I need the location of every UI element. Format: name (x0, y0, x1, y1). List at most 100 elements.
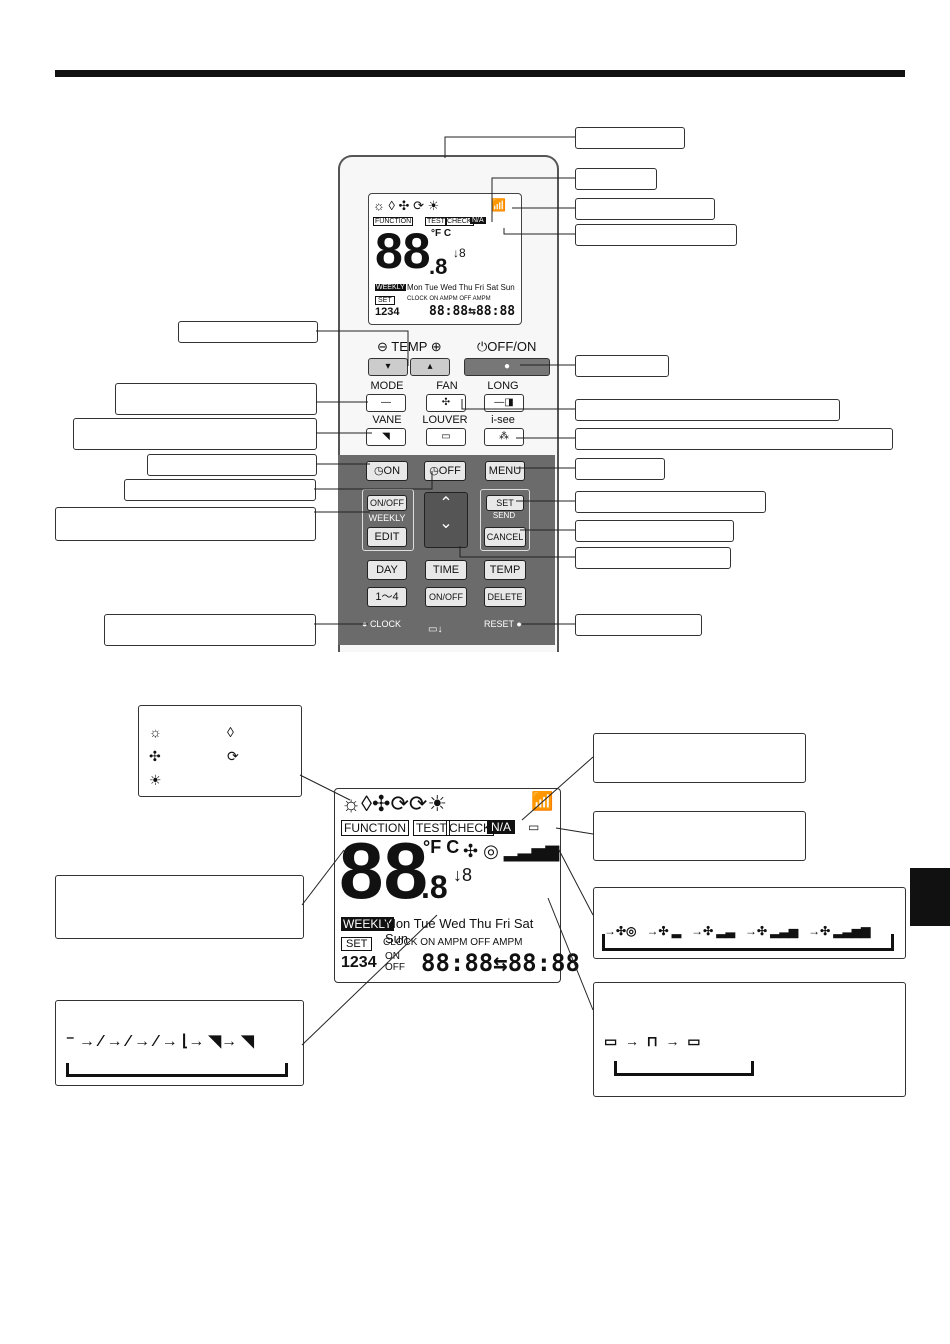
callout-box (575, 399, 840, 421)
callout-box (575, 614, 702, 636)
long-button[interactable]: —◨ (484, 394, 524, 412)
large-time: 88:88⇆88:88 (421, 949, 580, 977)
mode-label: MODE (370, 380, 404, 392)
large-signal-icon: 📶 (531, 791, 554, 811)
large-na: N/A (487, 820, 516, 834)
clock-label: CLOCK (369, 619, 401, 629)
callout-box (575, 224, 737, 246)
large-prog: 1234 (341, 954, 377, 971)
temp-up-button[interactable]: ▴ (410, 358, 450, 376)
louver-sequence-box: ▭ → ⊓ → ▭ (593, 982, 906, 1097)
weekly-onoff-button[interactable]: ON/OFF (367, 495, 407, 511)
callout-box (575, 547, 731, 569)
large-function: FUNCTION (341, 820, 409, 836)
auto-icon: ⟳ (227, 748, 239, 764)
vane-sequence: ⁻ → ⁄ → ⁄ → ⁄ → ⌊→ ◥→ ◥ (66, 1033, 254, 1050)
callout-box (73, 418, 317, 450)
loop-line (285, 1063, 288, 1077)
lcd-set: SET (375, 296, 395, 305)
onoff-prog-button[interactable]: ON/OFF (425, 587, 467, 607)
temp-label: TEMP (391, 339, 428, 354)
long-label: LONG (487, 380, 519, 392)
callout-box (178, 321, 318, 343)
on-button-label: ON (383, 465, 401, 477)
callout-box (575, 355, 669, 377)
edit-button[interactable]: EDIT (367, 527, 407, 547)
large-small-digit: .8 (421, 869, 448, 905)
offon-label-group: ⏻OFF/ON (477, 339, 537, 354)
callout-box (104, 614, 316, 646)
lcd-small-digit: .8 (429, 254, 448, 279)
lcd-unit: °F C (431, 228, 452, 239)
isee-label: i-see (491, 414, 515, 426)
section-tab (910, 868, 950, 926)
loop-line (614, 1073, 754, 1076)
isee-button[interactable]: ⁂ (484, 428, 524, 446)
vane-sequence-box: ⁻ → ⁄ → ⁄ → ⁄ → ⌊→ ◥→ ◥ (55, 1000, 304, 1086)
lcd-prog: 1234 (375, 306, 400, 318)
loop-line (751, 1061, 754, 1076)
set-button[interactable]: SET (486, 495, 524, 511)
heat-icon: ☀ (149, 772, 162, 788)
lcd-days: Mon Tue Wed Thu Fri Sat Sun (407, 283, 515, 292)
cool-icon: ☼ (149, 724, 162, 740)
reset-button[interactable]: RESET ● (484, 619, 522, 629)
remote-lcd: ☼ ◊ ✣ ⟳ ☀ 📶 FUNCTION TEST CHECK N/A 88 .… (368, 193, 522, 325)
louver-button[interactable]: ▭ (426, 428, 466, 446)
timer-on-button[interactable]: ◷ON (366, 461, 408, 481)
loop-line (602, 948, 894, 951)
large-lcd: ☼◊✣⟳⟳☀ 📶 FUNCTION TEST CHECK N/A ▭ 88 .8… (334, 788, 580, 983)
temp-label-group: ⊖ TEMP ⊕ (377, 339, 442, 354)
menu-button[interactable]: MENU (485, 461, 525, 481)
large-days: Mon Tue Wed Thu Fri Sat Sun (385, 916, 534, 946)
up-down-button[interactable]: ⌃ ⌄ (424, 492, 468, 548)
offon-button[interactable]: ● (464, 358, 550, 376)
large-fan-speed: ↓8 (453, 865, 473, 885)
battery-icon: ▭ (528, 820, 540, 834)
fan-icon: ✣ ◎ ▂▃▅▆ (463, 841, 560, 861)
callout-box (575, 491, 766, 513)
large-clock-on: CLOCK ON AMPM OFF AMPM (383, 937, 523, 948)
delete-button[interactable]: DELETE (484, 587, 526, 607)
callout-box (55, 507, 316, 541)
battery-icon: ▭↓ (428, 624, 443, 635)
large-mode-icons: ☼◊✣⟳⟳☀ (341, 791, 448, 816)
mode-legend: ☼ ◊ ✣ ⟳ ☀ (138, 705, 302, 797)
time-button[interactable]: TIME (425, 560, 467, 580)
callout-box (124, 479, 316, 501)
header-rule (55, 70, 905, 77)
vane-button[interactable]: ◥ (366, 428, 406, 446)
large-big-digits: 88 (339, 826, 428, 915)
day-button[interactable]: DAY (367, 560, 407, 580)
louver-label: LOUVER (422, 414, 468, 426)
loop-line (602, 934, 605, 951)
lcd-function: FUNCTION (373, 217, 414, 226)
callout-box (575, 168, 657, 190)
temp-down-button[interactable]: ▾ (368, 358, 408, 376)
offon-label: OFF/ON (487, 339, 537, 354)
one-four-button[interactable]: 1～4 (367, 587, 407, 607)
callout-box (575, 428, 893, 450)
fan-sequence-box: →✣◎ →✣ ▂ →✣ ▂▃ →✣ ▂▃▅ →✣ ▂▃▅▆ (593, 887, 906, 959)
vane-label: VANE (372, 414, 402, 426)
large-on-label: ON (385, 951, 400, 962)
large-off-label: OFF (385, 962, 405, 973)
cancel-button[interactable]: CANCEL (484, 527, 526, 547)
weekly-label: WEEKLY (368, 513, 406, 523)
callout-box (55, 875, 304, 939)
fan-button[interactable]: ✣ (426, 394, 466, 412)
off-button-label: OFF (438, 465, 461, 477)
mode-button[interactable]: — (366, 394, 406, 412)
temp-prog-button[interactable]: TEMP (484, 560, 526, 580)
lcd-test: TEST (425, 217, 447, 226)
fan-sequence: →✣◎ →✣ ▂ →✣ ▂▃ →✣ ▂▃▅ →✣ ▂▃▅▆ (604, 924, 871, 938)
lcd-clock-on: CLOCK ON AMPM OFF AMPM (407, 296, 491, 302)
loop-line (66, 1074, 288, 1077)
chevron-up-icon[interactable]: ⌃ (439, 495, 453, 512)
timer-off-button[interactable]: ◷OFF (424, 461, 466, 481)
callout-box (593, 733, 806, 783)
large-set: SET (341, 937, 373, 951)
loop-line (891, 934, 894, 951)
chevron-down-icon[interactable]: ⌄ (439, 515, 453, 532)
